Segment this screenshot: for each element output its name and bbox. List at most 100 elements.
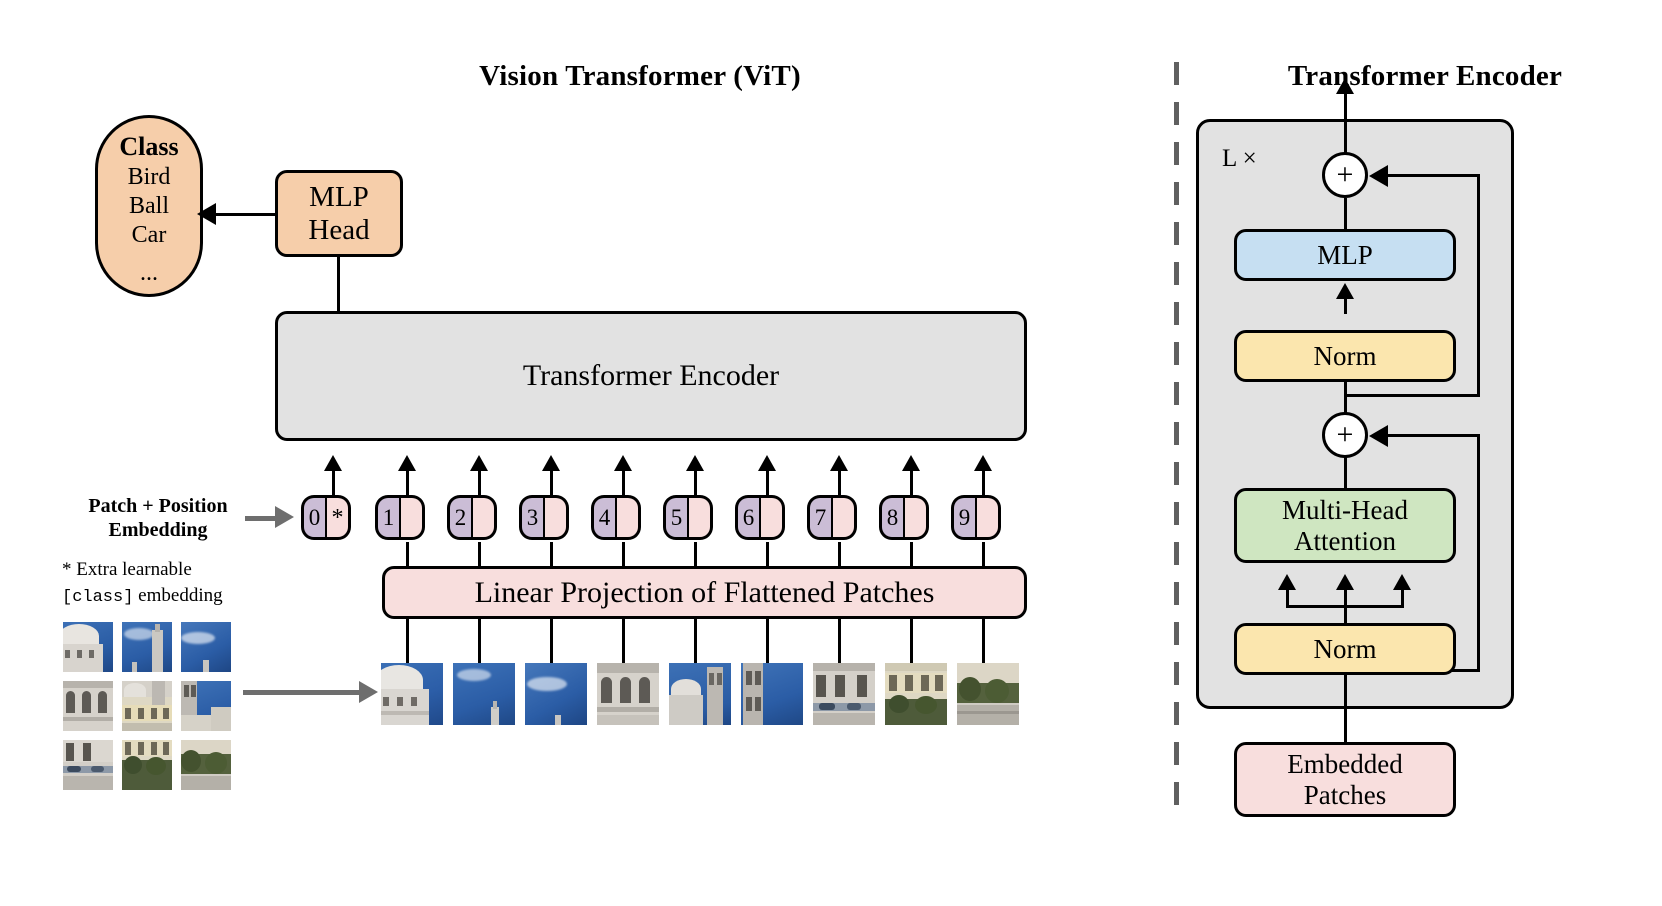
multi-head-attention-box: Multi-Head Attention bbox=[1234, 488, 1456, 563]
encoder-output-arrowhead bbox=[1336, 78, 1354, 94]
token-8-patch bbox=[904, 495, 929, 540]
token-9-projection-line bbox=[982, 542, 985, 568]
encoder-output-line bbox=[1344, 92, 1347, 162]
mlp-to-add-line bbox=[1344, 198, 1347, 230]
token-7-position: 7 bbox=[807, 495, 832, 540]
residual-add-top: + bbox=[1322, 152, 1368, 198]
attention-line1: Multi-Head bbox=[1282, 495, 1408, 526]
mlp-head-line1: MLP bbox=[309, 181, 369, 214]
note-line-1: * Extra learnable bbox=[62, 559, 192, 580]
embedded-patches-line1: Embedded bbox=[1287, 749, 1403, 780]
class-item-2: Car bbox=[131, 222, 167, 249]
token-8-projection-line bbox=[910, 542, 913, 568]
token-9-arrow-line bbox=[982, 470, 985, 498]
patch-strip-tile-6 bbox=[741, 663, 803, 725]
source-to-patches-arrowhead bbox=[359, 681, 378, 703]
extra-learnable-note: * Extra learnable [class] embedding bbox=[62, 557, 223, 610]
token-7: 7 bbox=[807, 495, 857, 540]
token-6-position: 6 bbox=[735, 495, 760, 540]
token-2-arrowhead bbox=[470, 455, 488, 471]
mlp-label: MLP bbox=[1317, 239, 1373, 270]
attention-line2: Attention bbox=[1293, 525, 1396, 556]
source-grid-tile-2-2 bbox=[181, 740, 231, 790]
note-line-2: [class] embedding bbox=[62, 583, 223, 610]
token-1-patch bbox=[400, 495, 425, 540]
embedded-patches-box: Embedded Patches bbox=[1234, 742, 1456, 817]
patch-position-label-line1: Patch + Position bbox=[88, 495, 228, 517]
norm-top-label: Norm bbox=[1313, 340, 1377, 371]
token-2: 2 bbox=[447, 495, 497, 540]
patch-strip-tile-4 bbox=[597, 663, 659, 725]
patch-strip-tile-9 bbox=[957, 663, 1019, 725]
token-1: 1 bbox=[375, 495, 425, 540]
embedded-patches-to-norm-line bbox=[1344, 674, 1347, 743]
mlp-head-to-class-arrowhead bbox=[197, 203, 216, 225]
linear-projection-box: Linear Projection of Flattened Patches bbox=[382, 566, 1027, 619]
left-panel-title: Vision Transformer (ViT) bbox=[479, 60, 801, 92]
token-7-patch bbox=[832, 495, 857, 540]
source-grid-tile-0-0 bbox=[63, 622, 113, 672]
class-token-code: [class] bbox=[62, 587, 134, 607]
token-3-position: 3 bbox=[519, 495, 544, 540]
patch-strip-line-7 bbox=[838, 618, 841, 663]
class-ellipsis: ... bbox=[140, 260, 158, 287]
token-9-position: 9 bbox=[951, 495, 976, 540]
patch-strip-line-2 bbox=[478, 618, 481, 663]
patch-strip-line-1 bbox=[406, 618, 409, 663]
token-9-patch bbox=[976, 495, 1001, 540]
token-5: 5 bbox=[663, 495, 713, 540]
source-grid-tile-1-1 bbox=[122, 681, 172, 731]
token-1-arrowhead bbox=[398, 455, 416, 471]
mlp-head-line2: Head bbox=[308, 213, 370, 246]
patch-strip-tile-3 bbox=[525, 663, 587, 725]
token-0-arrow-line bbox=[332, 470, 335, 498]
embedding-arrow-line bbox=[245, 516, 277, 521]
token-3-projection-line bbox=[550, 542, 553, 568]
embedded-patches-line2: Patches bbox=[1303, 779, 1387, 810]
token-3-arrow-line bbox=[550, 470, 553, 498]
norm-bottom-box: Norm bbox=[1234, 623, 1456, 675]
norm-bottom-label: Norm bbox=[1313, 633, 1377, 664]
residual-skip-top-arrowhead bbox=[1369, 165, 1388, 187]
norm-top-to-mlp-arrowhead bbox=[1336, 283, 1354, 299]
token-2-arrow-line bbox=[478, 470, 481, 498]
token-6-patch bbox=[760, 495, 785, 540]
transformer-encoder-label: Transformer Encoder bbox=[522, 359, 780, 393]
token-1-arrow-line bbox=[406, 470, 409, 498]
token-7-arrowhead bbox=[830, 455, 848, 471]
token-6-arrowhead bbox=[758, 455, 776, 471]
token-5-patch bbox=[688, 495, 713, 540]
source-grid-tile-0-2 bbox=[181, 622, 231, 672]
patch-strip-line-4 bbox=[622, 618, 625, 663]
token-5-arrow-line bbox=[694, 470, 697, 498]
patch-strip-tile-2 bbox=[453, 663, 515, 725]
token-5-position: 5 bbox=[663, 495, 688, 540]
token-4-arrowhead bbox=[614, 455, 632, 471]
token-9: 9 bbox=[951, 495, 1001, 540]
attention-to-add-line bbox=[1344, 457, 1347, 489]
token-0: 0 * bbox=[301, 495, 351, 540]
mlp-head-to-class-line bbox=[213, 213, 275, 216]
token-8-arrowhead bbox=[902, 455, 920, 471]
patch-strip-tile-8 bbox=[885, 663, 947, 725]
class-pill-header: Class bbox=[119, 132, 179, 161]
residual-skip-top-horizontal bbox=[1386, 174, 1480, 177]
class-output-pill: Class Bird Ball Car ... bbox=[95, 115, 203, 297]
encoder-repeat-label: L × bbox=[1222, 145, 1257, 172]
token-4-projection-line bbox=[622, 542, 625, 568]
token-2-position: 2 bbox=[447, 495, 472, 540]
right-panel-title: Transformer Encoder bbox=[1287, 60, 1563, 92]
token-6-projection-line bbox=[766, 542, 769, 568]
token-4-position: 4 bbox=[591, 495, 616, 540]
patch-strip-tile-1 bbox=[381, 663, 443, 725]
token-3-patch bbox=[544, 495, 569, 540]
linear-projection-label: Linear Projection of Flattened Patches bbox=[474, 575, 935, 609]
patch-strip-line-8 bbox=[910, 618, 913, 663]
transformer-encoder-box: Transformer Encoder bbox=[275, 311, 1027, 441]
token-5-projection-line bbox=[694, 542, 697, 568]
source-grid-tile-2-1 bbox=[122, 740, 172, 790]
embedding-arrowhead bbox=[275, 506, 294, 528]
residual-skip-bottom-horizontal bbox=[1386, 434, 1480, 437]
token-1-projection-line bbox=[406, 542, 409, 568]
